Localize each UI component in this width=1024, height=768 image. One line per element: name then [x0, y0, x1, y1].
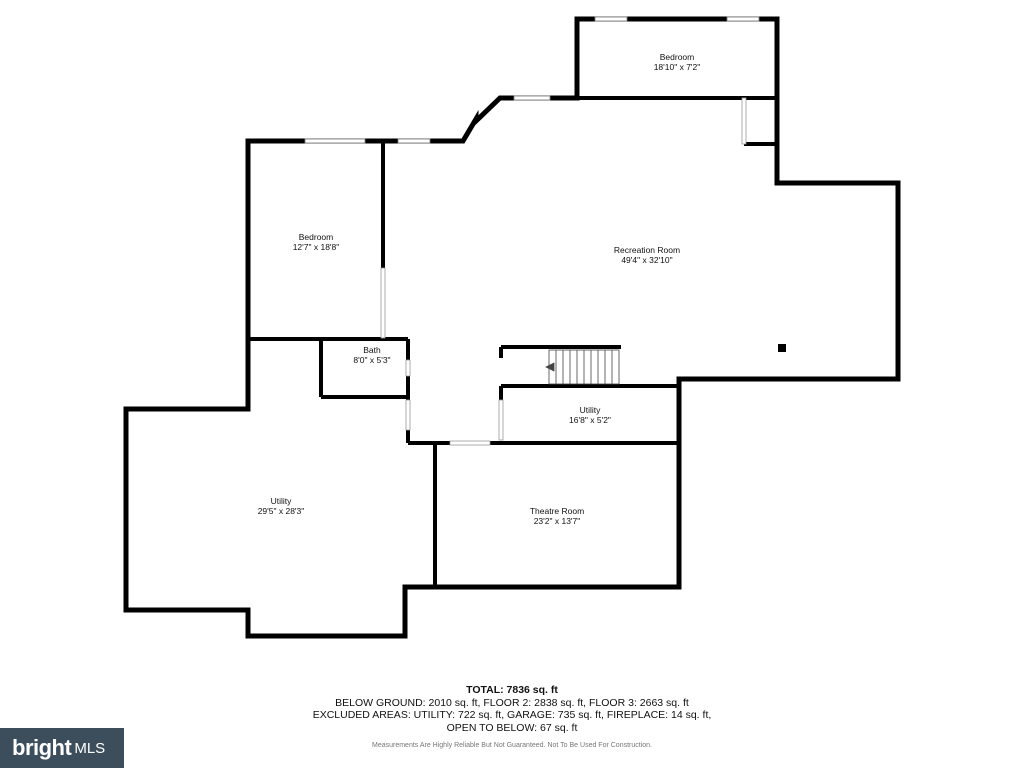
area-breakdown-line-2: EXCLUDED AREAS: UTILITY: 722 sq. ft, GAR… [312, 709, 712, 721]
interior-walls [248, 96, 777, 587]
stairs [545, 349, 620, 385]
area-breakdown-line-3: OPEN TO BELOW: 67 sq. ft [446, 721, 578, 734]
total-area: TOTAL: 7836 sq. ft [466, 684, 558, 696]
room-dims-utility-large: 29'5" x 28'3" [258, 506, 305, 516]
room-name-bedroom-top: Bedroom [660, 52, 695, 62]
room-dims-bedroom-left: 12'7" x 18'8" [293, 242, 340, 252]
bright-mls-logo: bright MLS [0, 728, 124, 768]
logo-suffix: MLS [74, 739, 106, 757]
exterior-wall [123, 16, 901, 639]
windows [304, 16, 760, 144]
area-summary: TOTAL: 7836 sq. ft BELOW GROUND: 2010 sq… [0, 684, 1024, 734]
area-breakdown-line-1: BELOW GROUND: 2010 sq. ft, FLOOR 2: 2838… [335, 696, 689, 709]
room-name-recreation: Recreation Room [614, 245, 680, 255]
door-openings [380, 97, 747, 446]
room-dims-bedroom-top: 18'10" x 7'2" [654, 62, 701, 72]
floor-plan: Bedroom 18'10" x 7'2" Bedroom 12'7" x 18… [123, 16, 901, 639]
room-name-utility-small: Utility [580, 405, 602, 415]
column-post [778, 344, 786, 352]
room-dims-utility-small: 16'8" x 5'2" [569, 415, 611, 425]
room-dims-bath: 8'0" x 5'3" [353, 355, 390, 365]
room-name-theatre: Theatre Room [530, 506, 584, 516]
logo-brand: bright [12, 735, 72, 760]
disclaimer: Measurements Are Highly Reliable But Not… [371, 742, 652, 749]
room-name-bedroom-left: Bedroom [299, 232, 334, 242]
room-dims-recreation: 49'4" x 32'10" [621, 255, 672, 265]
room-name-utility-large: Utility [271, 496, 293, 506]
room-name-bath: Bath [363, 345, 381, 355]
room-dims-theatre: 23'2" x 13'7" [534, 516, 581, 526]
